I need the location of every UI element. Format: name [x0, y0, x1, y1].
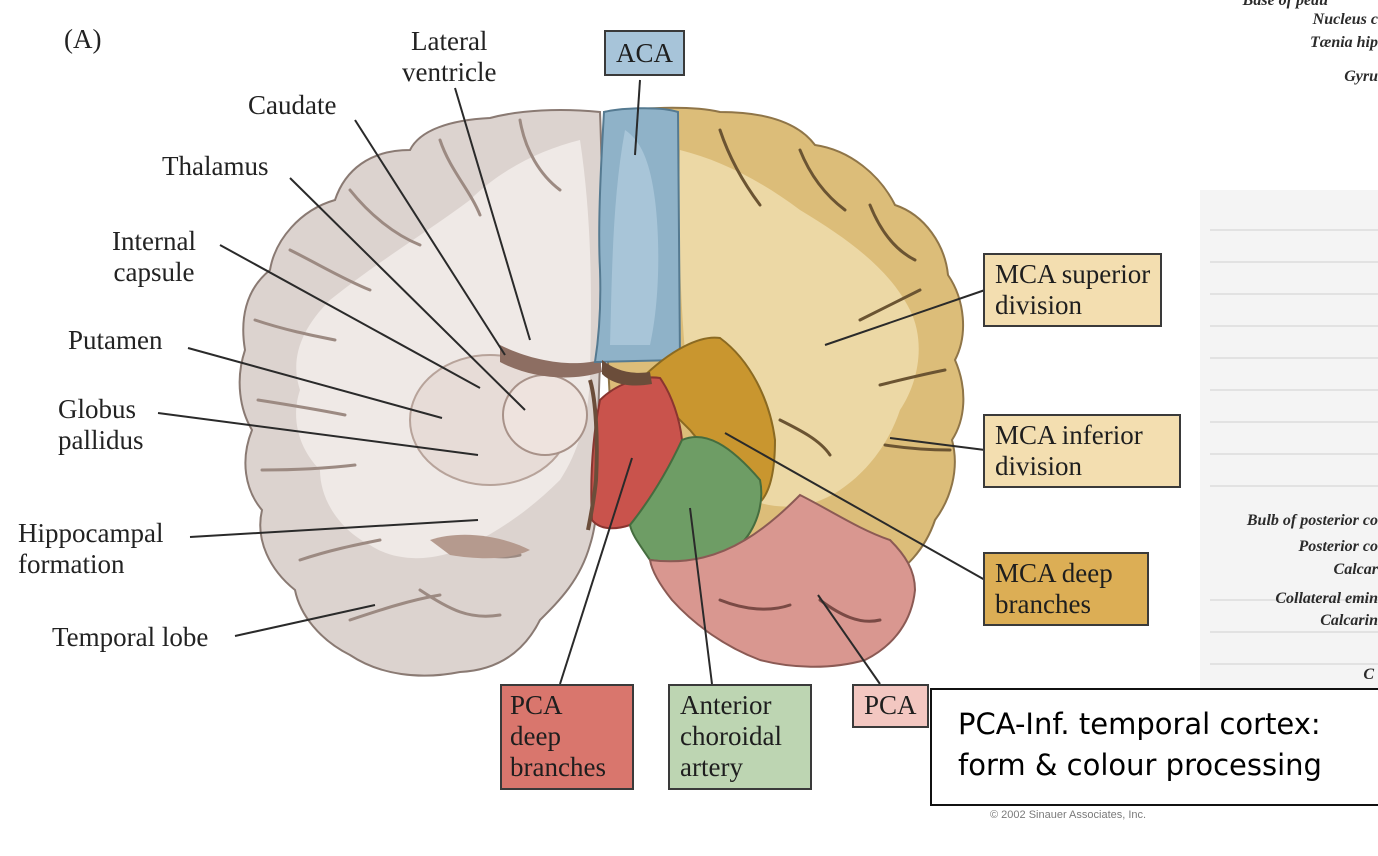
box-anterior-choroidal: Anterior choroidal artery — [668, 684, 812, 790]
box-pca-deep-line-1: PCA — [510, 690, 563, 720]
leader-internal-capsule — [219, 244, 481, 389]
box-mca-inferior-line-2: division — [995, 451, 1083, 481]
leader-pca — [817, 594, 881, 685]
bg-text-4: Gyru — [1344, 68, 1378, 85]
box-mca-deep-line-1: MCA deep — [995, 558, 1113, 588]
label-hippocampal-formation-line-1: Hippocampal — [18, 518, 164, 548]
left-hemisphere — [238, 109, 604, 677]
label-globus-pallidus-line-2: pallidus — [58, 425, 144, 455]
box-mca-inferior: MCA inferior division — [983, 414, 1181, 488]
label-hippocampal-formation: Hippocampal formation — [18, 518, 163, 580]
box-pca-deep-line-2: deep — [510, 721, 561, 751]
bg-text-1: Base of pedu — [1242, 0, 1328, 9]
label-globus-pallidus-line-1: Globus — [58, 394, 137, 424]
bg-text-9: Calcarin — [1320, 612, 1378, 629]
right-ventricle — [602, 360, 652, 386]
box-mca-superior: MCA superior division — [983, 253, 1163, 327]
label-globus-pallidus: Globus pallidus — [58, 394, 144, 456]
panel-letter: (A) — [64, 24, 102, 54]
bg-text-7: Calcar — [1333, 561, 1378, 578]
background-page-texture — [1200, 190, 1378, 690]
leader-lines — [157, 79, 986, 685]
label-internal-capsule-line-1: Internal — [112, 226, 196, 256]
label-lateral-ventricle: Lateral ventricle — [402, 26, 496, 88]
right-hemisphere — [586, 106, 965, 668]
leader-lateral-ventricle — [454, 87, 531, 341]
leader-thalamus — [289, 177, 526, 411]
leader-aca — [634, 79, 641, 156]
pca-sulci — [718, 598, 882, 623]
box-pca-deep: PCA deep branches — [500, 684, 634, 790]
bg-text-3: Tænia hip — [1309, 34, 1378, 51]
left-thalamus-region — [502, 374, 588, 456]
aca-inner — [610, 130, 659, 345]
leader-globus-pallidus — [157, 412, 479, 456]
label-lateral-ventricle-line-2: ventricle — [402, 57, 497, 87]
box-anterior-choroidal-line-3: artery — [680, 752, 743, 782]
box-anterior-choroidal-line-1: Anterior — [680, 690, 772, 720]
leader-mca-superior — [824, 289, 986, 346]
leader-hippocampal-formation — [189, 519, 479, 538]
callout-line-2: form & colour processing — [958, 748, 1322, 782]
leader-putamen — [187, 347, 443, 419]
copyright-text: © 2002 Sinauer Associates, Inc. — [990, 809, 1147, 821]
bg-text-2: Nucleus c — [1312, 11, 1378, 28]
leader-pca-deep — [559, 457, 633, 685]
box-pca-deep-line-3: branches — [510, 752, 606, 782]
right-sulci — [718, 128, 952, 457]
label-thalamus: Thalamus — [162, 151, 269, 181]
leader-caudate — [354, 119, 506, 356]
third-ventricle — [586, 379, 599, 531]
label-temporal-lobe: Temporal lobe — [52, 622, 209, 652]
left-sulci — [253, 118, 562, 622]
box-mca-deep-line-2: branches — [995, 589, 1091, 619]
label-putamen: Putamen — [68, 325, 163, 355]
callout-box: PCA-Inf. temporal cortex: form & colour … — [930, 688, 1378, 806]
box-mca-superior-line-1: MCA superior — [995, 259, 1151, 289]
box-pca: PCA — [852, 684, 929, 728]
box-mca-superior-line-2: division — [995, 290, 1083, 320]
bg-text-8: Collateral emin — [1275, 590, 1378, 607]
label-lateral-ventricle-line-1: Lateral — [411, 26, 488, 56]
box-mca-deep: MCA deep branches — [983, 552, 1149, 626]
callout-line-1: PCA-Inf. temporal cortex: — [958, 707, 1321, 741]
label-hippocampal-formation-line-2: formation — [18, 549, 125, 579]
box-anterior-choroidal-line-2: choroidal — [680, 721, 782, 751]
box-mca-inferior-line-1: MCA inferior — [995, 420, 1143, 450]
bg-text-10: C — [1363, 666, 1374, 683]
label-internal-capsule-line-2: capsule — [113, 257, 195, 287]
box-aca: ACA — [604, 30, 686, 76]
leader-mca-deep — [724, 432, 986, 581]
left-hippocampal-fold — [430, 534, 530, 559]
left-ventricle — [500, 345, 602, 378]
territory-pca — [648, 493, 917, 668]
background-texture-lines — [1210, 229, 1378, 665]
label-internal-capsule: Internal capsule — [112, 226, 196, 288]
leader-temporal-lobe — [234, 604, 376, 637]
bg-text-5: Bulb of posterior co — [1246, 512, 1378, 529]
leader-mca-inferior — [889, 437, 986, 451]
bg-text-6: Posterior co — [1298, 538, 1378, 555]
leader-anterior-choroidal — [689, 507, 713, 685]
label-caudate: Caudate — [248, 90, 337, 120]
